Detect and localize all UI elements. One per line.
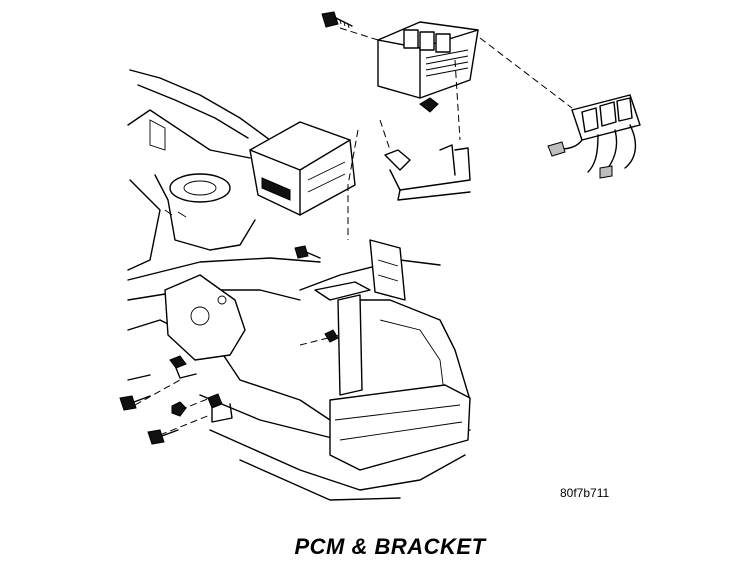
engine-compartment (127, 69, 471, 501)
nut-icon (171, 401, 187, 417)
figure-reference-code: 80f7b711 (560, 486, 610, 500)
bolt-icon (321, 11, 353, 29)
power-distribution-center (249, 121, 356, 216)
figure-caption: PCM & BRACKET (294, 534, 486, 559)
bolt-icon (294, 245, 321, 259)
bolt-icon (147, 429, 179, 445)
harness-connectors (547, 94, 641, 179)
nut-icon (207, 393, 233, 423)
pcm-module (377, 21, 479, 99)
pcm-bracket (379, 59, 471, 201)
nut-icon (169, 355, 197, 379)
nut-icon (419, 97, 439, 113)
bolt-icon (119, 395, 151, 411)
leader-lines (134, 27, 573, 436)
nut-icon (324, 329, 339, 343)
